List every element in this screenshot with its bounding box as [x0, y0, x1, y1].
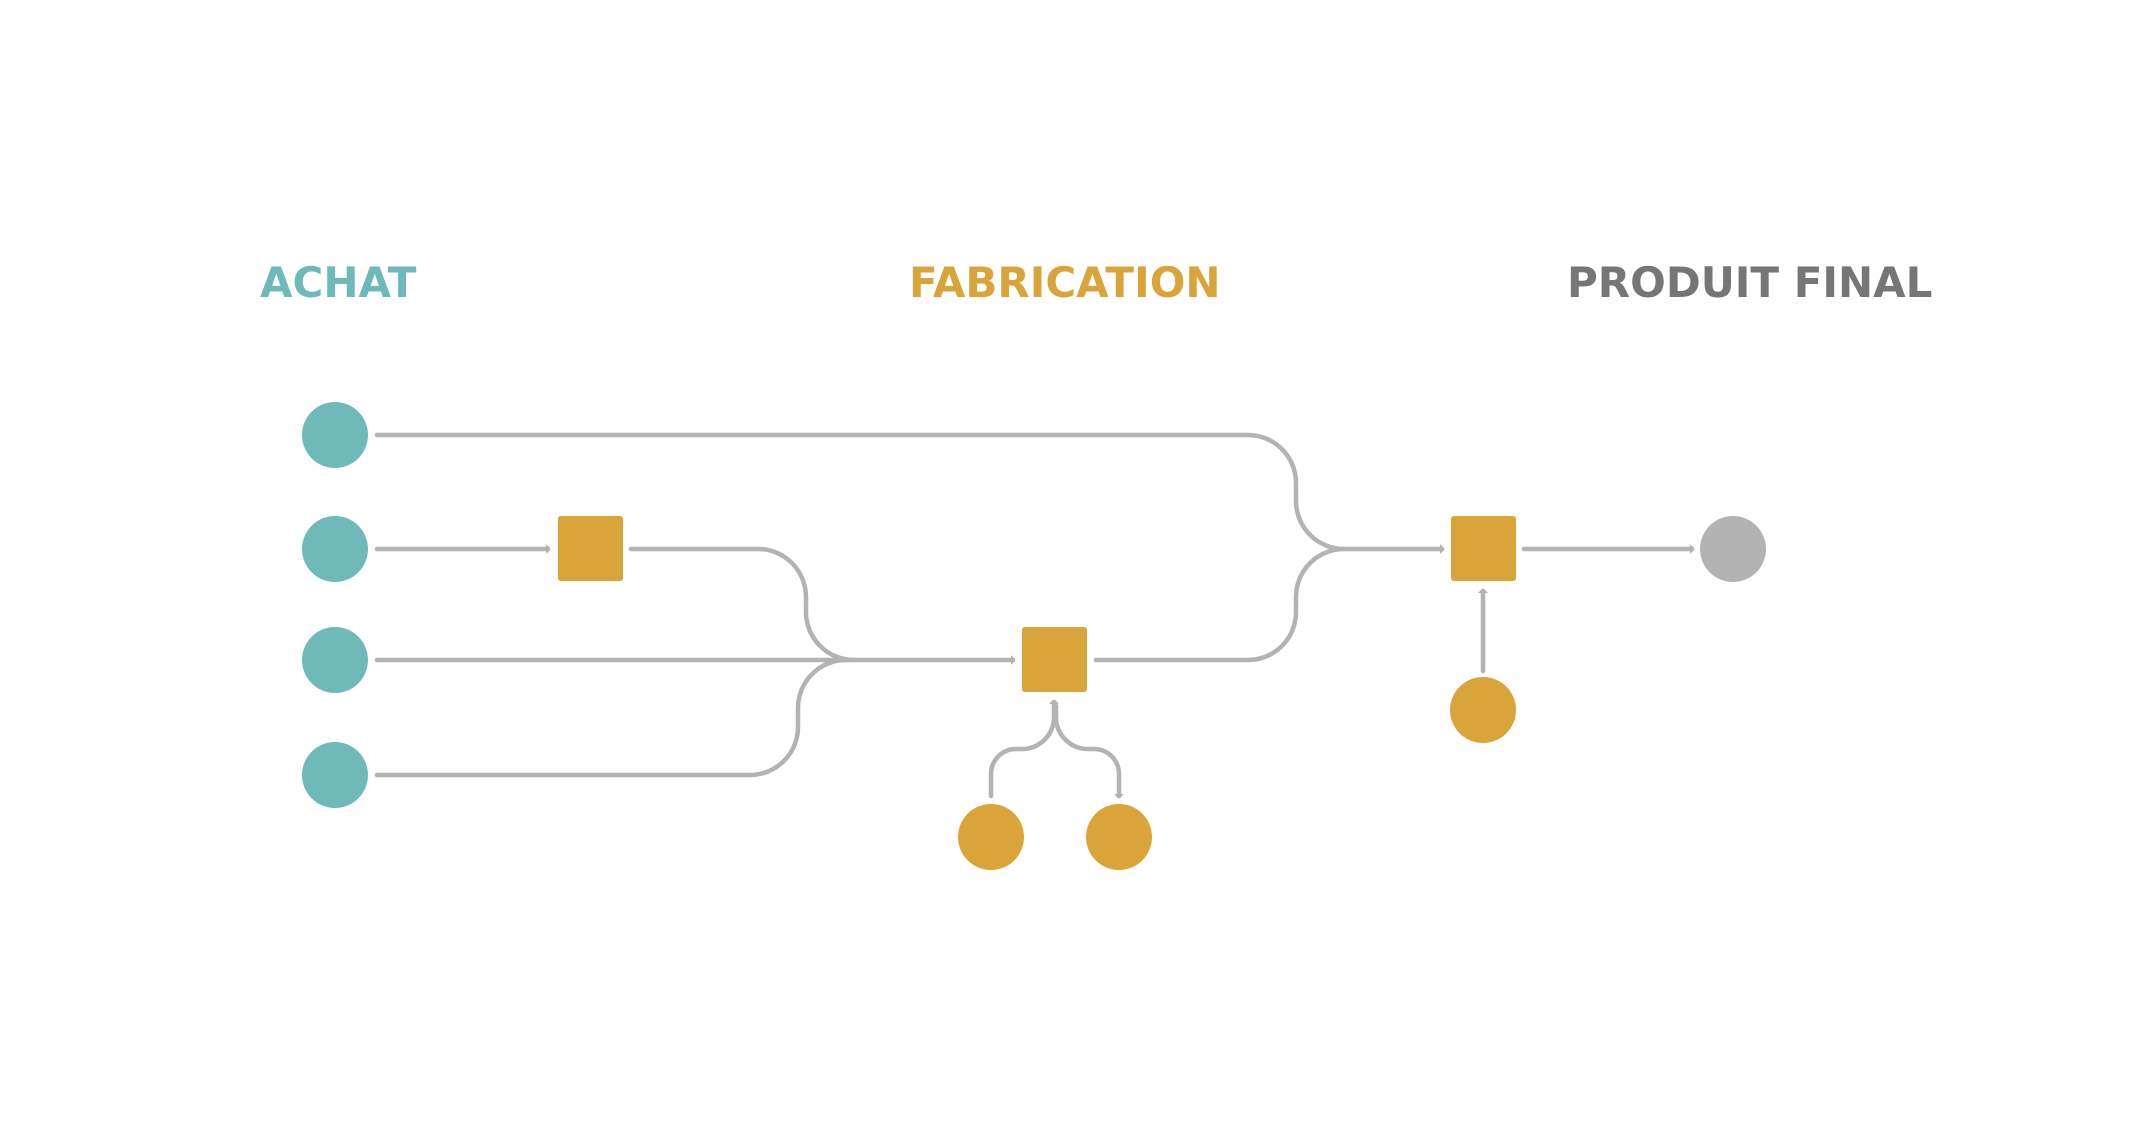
- edge-subassembly-to-manufacturing: [628, 546, 857, 663]
- purchase-node-3: [302, 627, 368, 693]
- produit-final-header: PRODUIT FINAL: [1567, 258, 1933, 307]
- final-assembly-block: [1451, 516, 1516, 581]
- edge-manufacturing-to-output-circle: [1053, 703, 1119, 799]
- manufacturing-nodes: [558, 516, 1516, 870]
- edge-input-circle-to-manufacturing: [988, 699, 1054, 799]
- purchase-node-2: [302, 516, 368, 582]
- subassembly-block: [558, 516, 623, 581]
- connectors: [374, 432, 1695, 799]
- purchase-node-1: [302, 402, 368, 468]
- manufacturing-block: [1022, 627, 1087, 692]
- manufacturing-input-node: [958, 804, 1024, 870]
- edge-purchase-1-to-final-assembly: [374, 432, 1445, 549]
- edge-manufacturing-to-final-assembly: [1093, 546, 1347, 663]
- edge-purchase-4-to-manufacturing: [374, 657, 849, 778]
- final-assembly-input-node: [1450, 677, 1516, 743]
- achat-header: ACHAT: [260, 258, 417, 307]
- purchase-node-4: [302, 742, 368, 808]
- fabrication-header: FABRICATION: [909, 258, 1221, 307]
- manufacturing-output-node: [1086, 804, 1152, 870]
- final-product-node: [1700, 516, 1766, 582]
- purchase-nodes: [302, 402, 368, 808]
